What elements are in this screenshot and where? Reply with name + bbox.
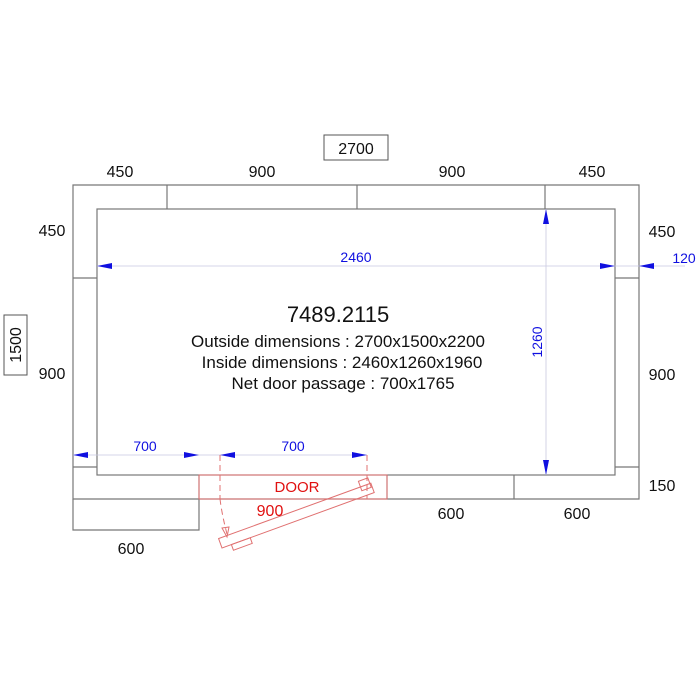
dimension-lines <box>73 209 685 475</box>
top-panel-2: 900 <box>249 164 276 181</box>
door-label: DOOR <box>275 479 320 496</box>
outside-dimensions: Outside dimensions : 2700x1500x2200 <box>191 332 485 351</box>
left-panel-2: 900 <box>39 366 66 383</box>
overall-width-label: 2700 <box>338 141 374 158</box>
left-panel-1: 450 <box>39 223 66 240</box>
right-panel-3: 150 <box>649 478 676 495</box>
overall-depth-label: 1500 <box>8 327 25 363</box>
door-leaf-label: 900 <box>257 503 284 520</box>
door <box>198 455 388 551</box>
overall-depth-box <box>3 314 28 376</box>
product-code: 7489.2115 <box>287 302 389 327</box>
door-offset-label: 700 <box>133 438 157 454</box>
right-panel-1: 450 <box>649 224 676 241</box>
top-panel-3: 900 <box>439 164 466 181</box>
bottom-panel-1: 600 <box>118 541 145 558</box>
inner-width-label: 2460 <box>340 249 371 265</box>
wall-thickness-label: 120 <box>672 250 696 266</box>
door-width-label: 700 <box>281 438 305 454</box>
inside-dimensions: Inside dimensions : 2460x1260x1960 <box>202 353 483 372</box>
inner-depth-label: 1260 <box>529 326 545 357</box>
bottom-panel-3: 600 <box>564 506 591 523</box>
overall-width-box <box>323 134 389 161</box>
right-panel-2: 900 <box>649 367 676 384</box>
bottom-panel-2: 600 <box>438 506 465 523</box>
top-panel-4: 450 <box>579 164 606 181</box>
top-panel-1: 450 <box>107 164 134 181</box>
net-door-passage: Net door passage : 700x1765 <box>231 374 454 393</box>
